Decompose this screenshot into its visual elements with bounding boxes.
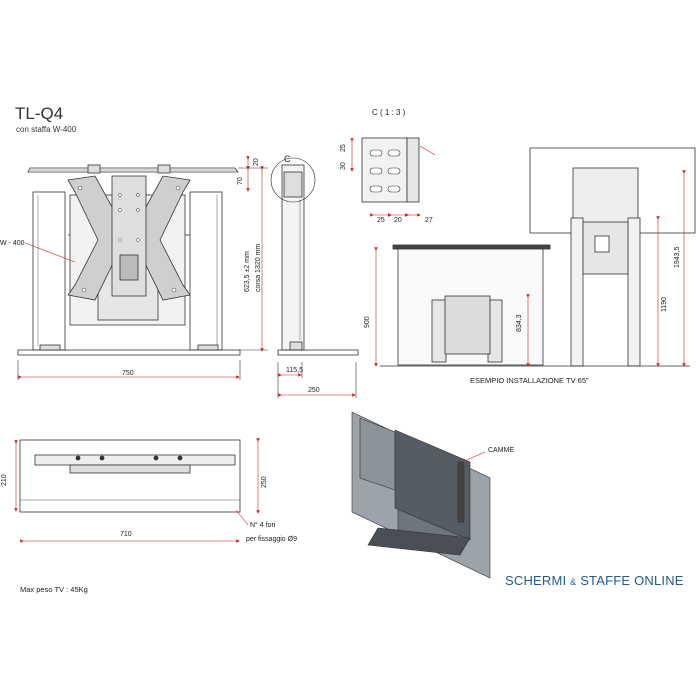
width-750-label: 750 [122,370,134,377]
brand-part3: ONLINE [634,573,684,588]
dim-900-label: 900 [364,316,371,328]
dim-25v-label: 25 [340,144,347,152]
vesa-label: W - 400 [0,240,25,247]
depth-250-label: 250 [308,387,320,394]
brand-amp: & [570,577,577,587]
section-marker: C [284,154,291,164]
brand-logo: SCHERMI & STAFFE ONLINE [505,573,684,588]
dim-20-label: 20 [253,158,260,166]
model-subtitle: con staffa W-400 [16,125,77,134]
brand-part2: STAFFE [580,573,631,588]
dim-1190-label: 1190 [661,296,668,312]
depth-115-label: 115,5 [286,367,303,374]
depth-250-top-label: 250 [261,476,268,488]
top-view [19,439,241,513]
installation-caption: ESEMPIO INSTALLAZIONE TV 65" [470,376,589,385]
installation-dimensions [374,170,686,367]
front-view-dimensions [17,156,268,380]
cam-label: CAMME [488,447,515,454]
max-load-label: Max peso TV : 45Kg [20,585,88,594]
dim-1943-label: 1943,5 [674,246,681,268]
width-710-label: 710 [120,531,132,538]
detail-c-dimensions [350,138,436,217]
dim-27-label: 27 [425,217,433,224]
render-3d [351,411,491,579]
holes-line-2: per fissaggio Ø9 [246,536,297,543]
detail-c [361,137,420,203]
side-view [270,157,359,356]
detail-c-title: C ( 1 : 3 ) [372,108,406,117]
dim-834-label: 834,3 [516,314,523,332]
depth-210-label: 210 [1,474,8,486]
installation-example [380,147,696,367]
dim-25h-label: 25 [377,217,385,224]
travel-label: corsa 1320 mm [255,243,262,292]
side-view-dimensions [277,362,357,398]
front-view [17,164,241,356]
dim-70-label: 70 [237,177,244,185]
dim-30-label: 30 [340,162,347,170]
brand-part1: SCHERMI [505,573,567,588]
top-view-dimensions [14,438,260,543]
dim-20h-label: 20 [394,217,402,224]
holes-line-1: N° 4 fori [250,522,276,529]
model-title: TL-Q4 [15,104,64,123]
stroke-label: 623,5 ±2 mm [244,251,251,292]
